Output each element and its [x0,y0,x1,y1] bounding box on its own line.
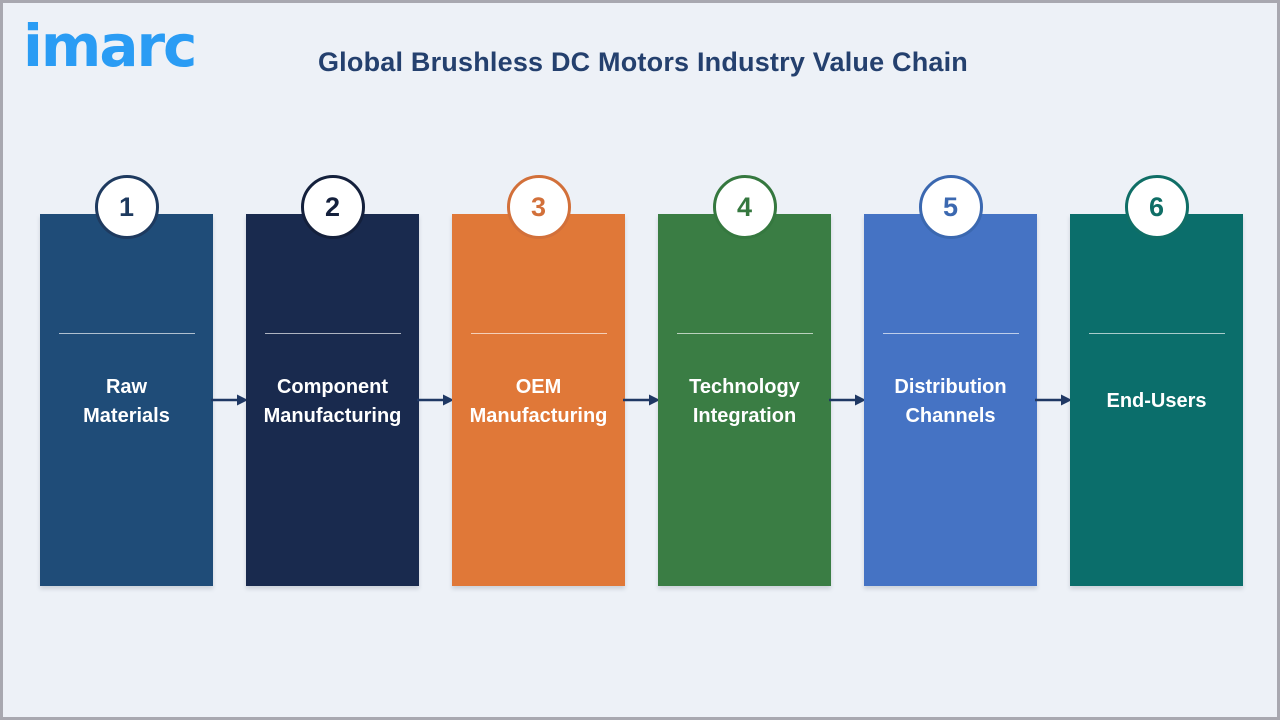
stage-divider [58,333,195,334]
arrow-icon [1035,214,1072,586]
stage-raw-materials: 1 Raw Materials [40,175,213,586]
stage-label: Distribution Channels [894,375,1007,427]
stage-divider [882,333,1019,334]
arrow-icon [417,214,454,586]
stage-divider [1088,333,1225,334]
stage-divider [264,333,401,334]
arrow-icon [211,214,248,586]
stage-label: End-Users [1106,390,1207,412]
value-chain-row: 1 Raw Materials 2 Component Manufacturin… [40,175,1243,586]
stage-label: Component Manufacturing [263,375,402,427]
stage-number-badge: 3 [506,175,571,239]
stage-number-badge: 2 [300,175,365,239]
page-title: Global Brushless DC Motors Industry Valu… [317,47,969,77]
stage-number-badge: 4 [712,175,777,239]
arrow-icon [829,214,866,586]
stage-end-users: 6 End-Users [1070,175,1243,586]
stage-distribution-channels: 5 Distribution Channels [864,175,1037,586]
stage-divider [676,333,813,334]
stage-oem-manufacturing: 3 OEM Manufacturing [452,175,625,586]
arrow-icon [623,214,660,586]
stage-number-badge: 6 [1124,175,1189,239]
imarc-logo: imarc [23,12,197,80]
stage-number-badge: 1 [94,175,159,239]
stage-component-manufacturing: 2 Component Manufacturing [246,175,419,586]
stage-divider [470,333,607,334]
stage-label: Technology Integration [689,375,800,427]
stage-number-badge: 5 [918,175,983,239]
stage-technology-integration: 4 Technology Integration [658,175,831,586]
stage-label: OEM Manufacturing [469,375,608,427]
stage-label: Raw Materials [83,375,170,427]
